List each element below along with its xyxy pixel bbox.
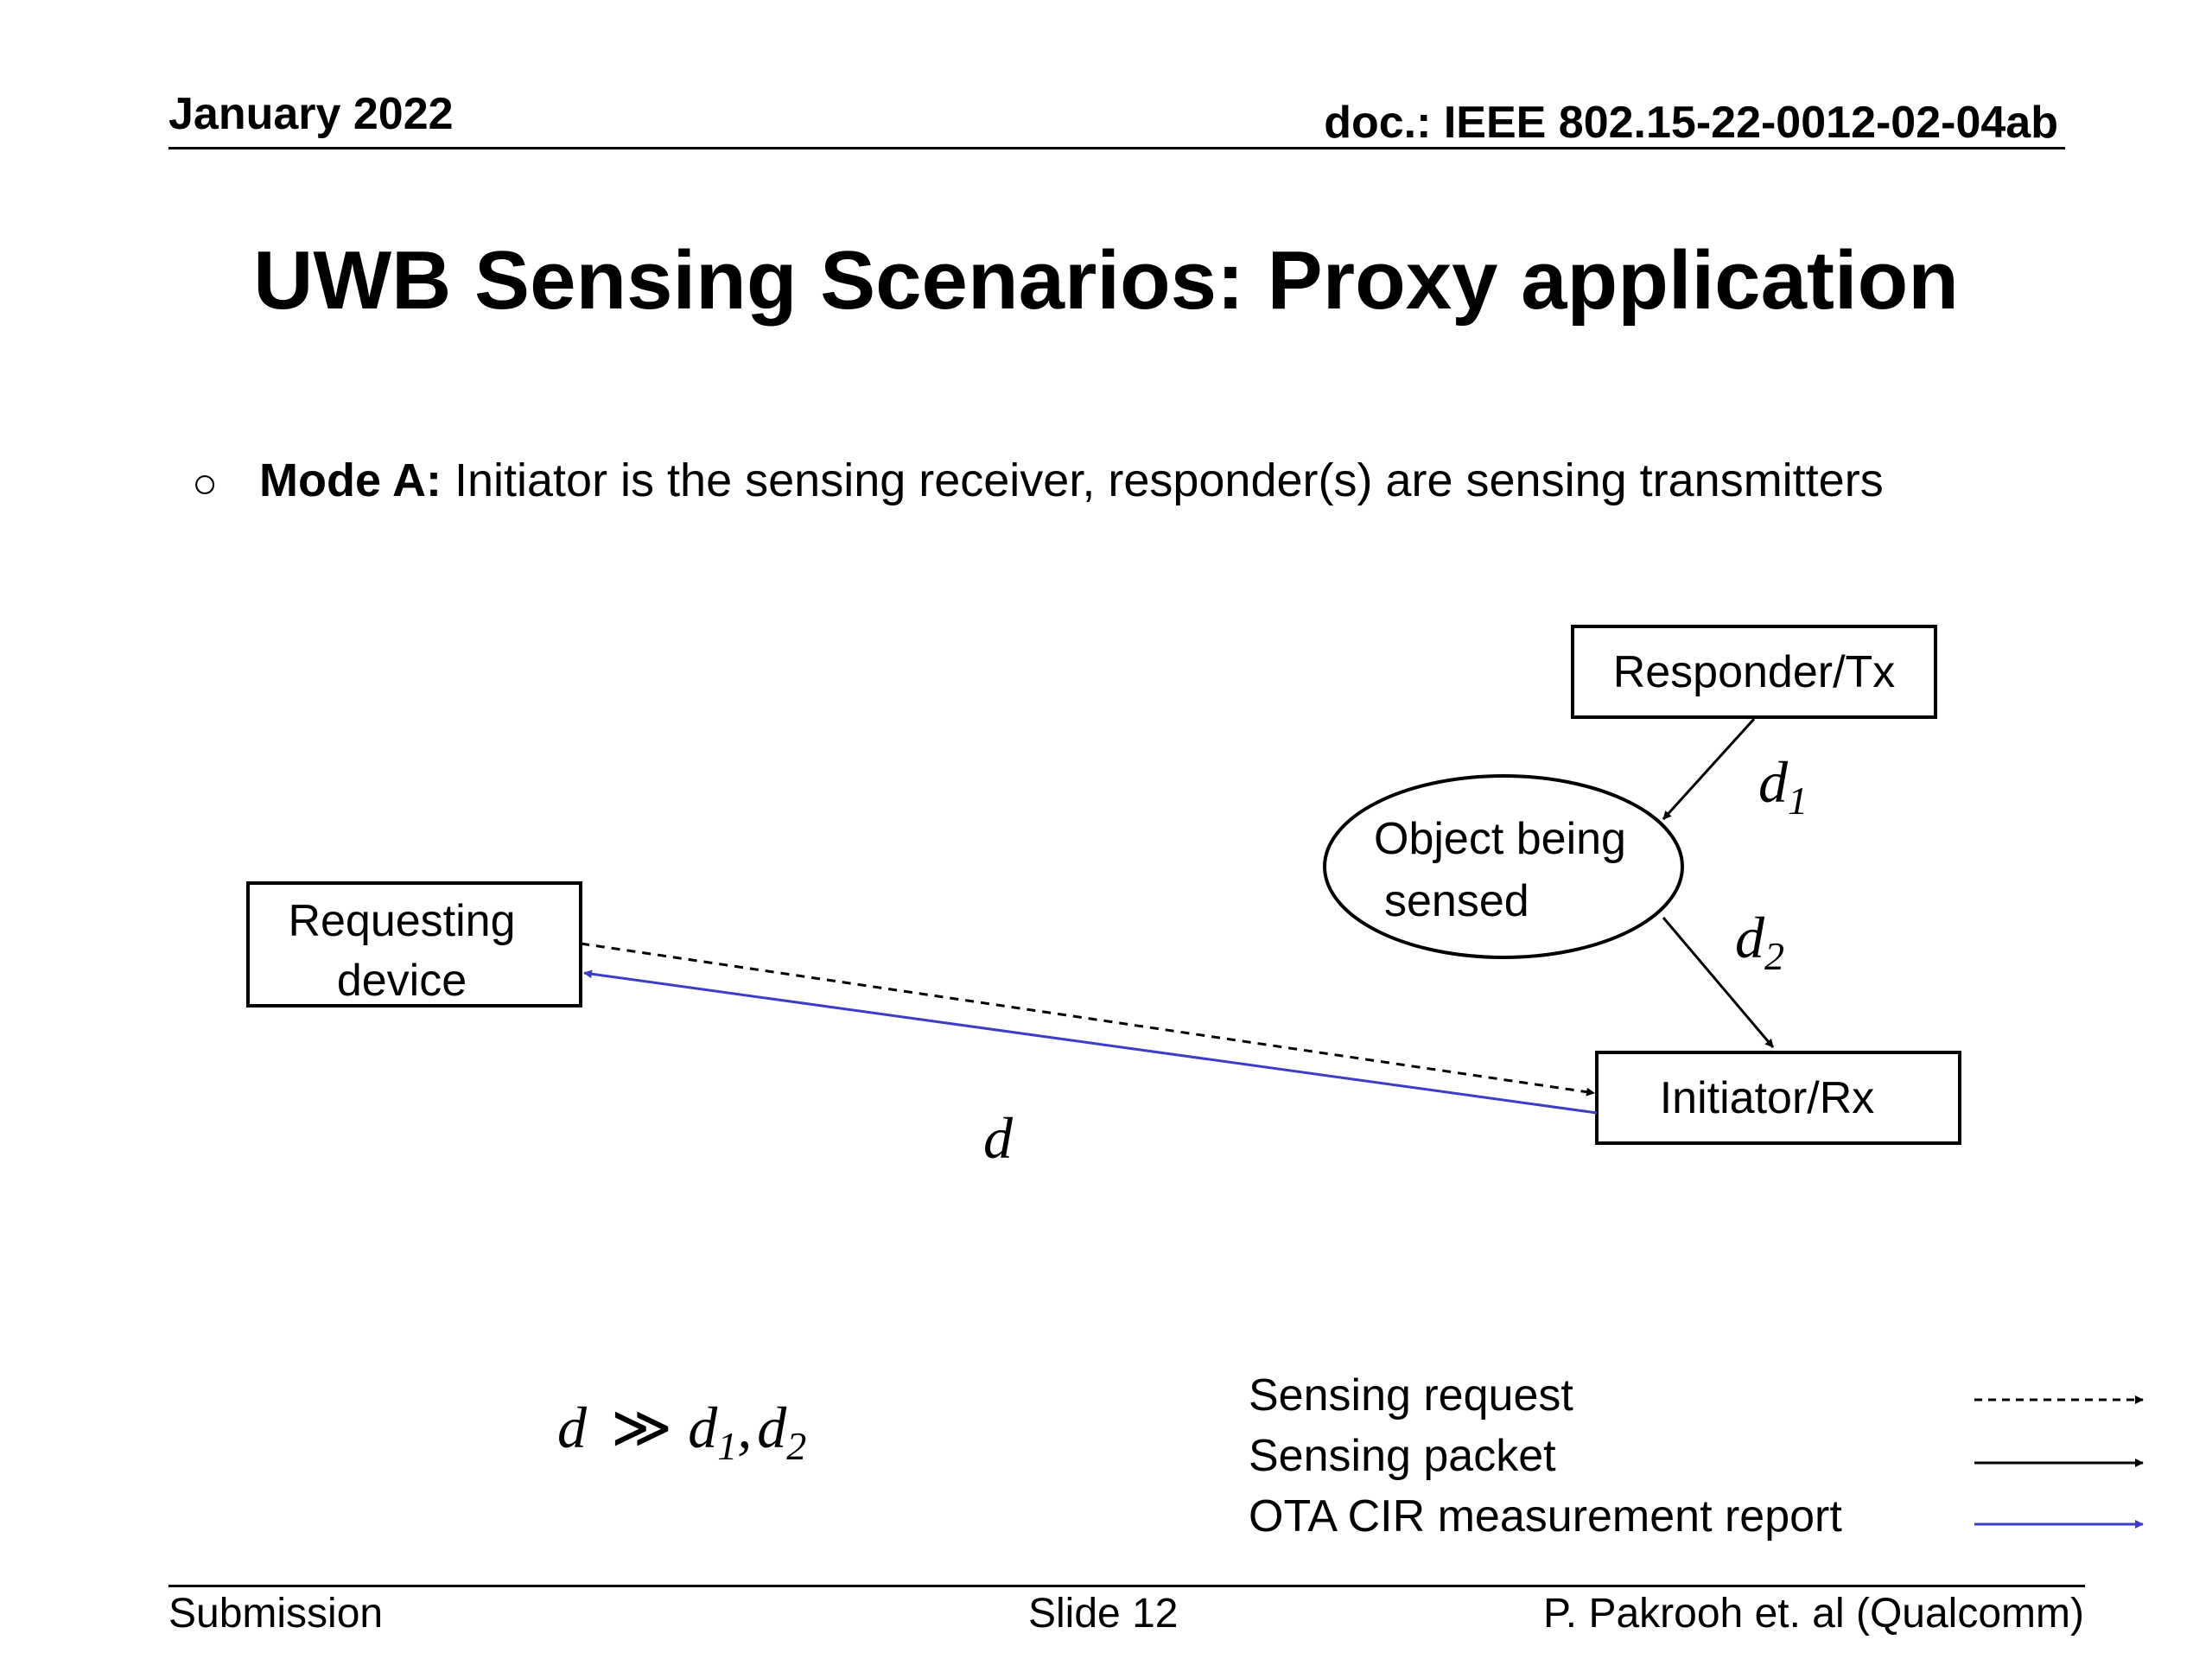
requesting-label-line2: device — [337, 956, 467, 1006]
object-label-line1: Object being — [1374, 814, 1626, 864]
sensing-packet-arrow-d1 — [1662, 717, 1756, 821]
relation-lhs: d — [557, 1395, 588, 1460]
requesting-label-line1: Requesting — [288, 896, 515, 946]
relation-comma: , — [737, 1395, 752, 1460]
footer-rule — [168, 1585, 2085, 1587]
object-label-line2: sensed — [1384, 876, 1529, 926]
legend-report-label: OTA CIR measurement report — [1249, 1491, 1842, 1541]
sensing-packet-arrow-d2 — [1662, 917, 1775, 1048]
distance-relation: d≫d1,d2 — [557, 1395, 806, 1468]
legend-packet-label: Sensing packet — [1249, 1431, 1556, 1481]
d1-label: d1 — [1758, 749, 1808, 823]
footer-authors: P. Pakrooh et. al (Qualcomm) — [1542, 1591, 2084, 1637]
relation-v1: d — [688, 1395, 718, 1460]
header-doc-id: doc.: IEEE 802.15-22-0012-02-04ab — [1324, 98, 2058, 148]
initiator-box: Initiator/Rx — [1595, 1051, 1961, 1145]
legend-request-label: Sensing request — [1249, 1370, 1573, 1421]
responder-box: Responder/Tx — [1571, 625, 1937, 719]
sensing-request-arrow — [580, 942, 1595, 1096]
slide-title: UWB Sensing Scenarios: Proxy application — [253, 234, 1959, 327]
measurement-report-arrow — [583, 969, 1598, 1115]
d2-label: d2 — [1735, 905, 1784, 978]
relation-s2: 2 — [786, 1424, 806, 1468]
bullet-marker: ○ — [192, 459, 219, 507]
requesting-device-box: Requesting device — [246, 881, 582, 1007]
d2-var: d — [1735, 905, 1765, 970]
bullet-text: Mode A: Initiator is the sensing receive… — [259, 454, 1884, 507]
d1-sub: 1 — [1788, 779, 1808, 823]
header-rule — [168, 147, 2065, 149]
relation-v2: d — [757, 1395, 787, 1460]
initiator-label: Initiator/Rx — [1660, 1073, 1875, 1123]
footer-slide-number: Slide 12 — [1028, 1591, 1179, 1637]
d2-sub: 2 — [1764, 934, 1784, 978]
d1-var: d — [1758, 749, 1789, 815]
bullet-body: Initiator is the sensing receiver, respo… — [441, 454, 1884, 506]
bullet-bold-label: Mode A: — [259, 454, 442, 506]
relation-s1: 1 — [717, 1424, 737, 1468]
object-ellipse: Object being sensed — [1323, 774, 1684, 959]
header-date: January 2022 — [168, 89, 454, 139]
relation-operator: ≫ — [611, 1395, 672, 1460]
responder-label: Responder/Tx — [1613, 647, 1896, 697]
footer-submission: Submission — [168, 1591, 384, 1637]
d-label: d — [983, 1105, 1014, 1171]
